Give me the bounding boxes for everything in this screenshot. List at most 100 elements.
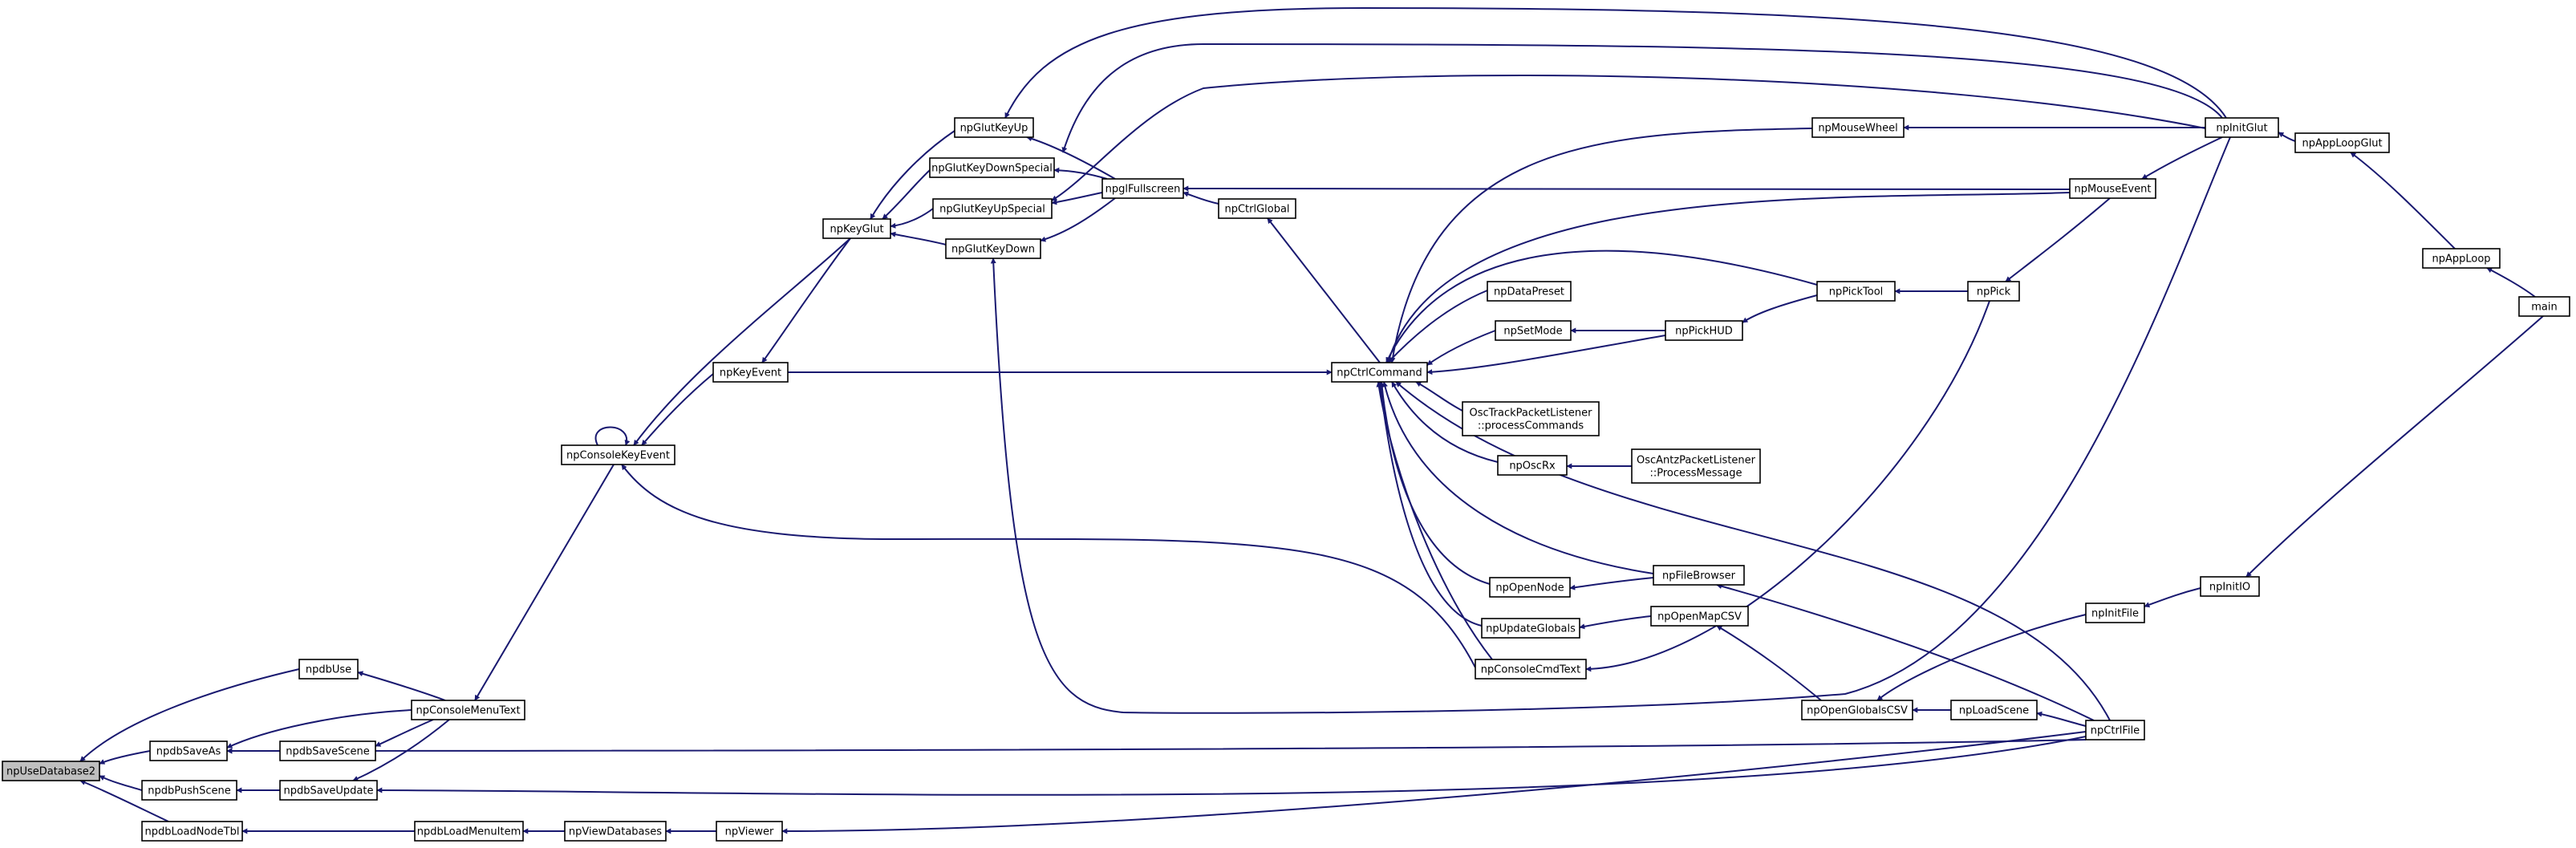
node-box <box>1801 700 1913 720</box>
node-box <box>2422 248 2501 269</box>
node-npviewer[interactable]: npViewer <box>716 821 783 842</box>
node-label: npdbLoadMenuItem <box>417 826 521 838</box>
node-npctrlcommand[interactable]: npCtrlCommand <box>1331 362 1428 383</box>
node-box <box>1650 606 1749 627</box>
node-npopenglobalscsv[interactable]: npOpenGlobalsCSV <box>1801 700 1913 720</box>
edge-npinitglut-to-npglutkeyup <box>1004 6 2227 119</box>
edge-npinitglut-to-npglutkeydown <box>990 136 2231 714</box>
node-npglutkeydown[interactable]: npGlutKeyDown <box>945 238 1041 259</box>
node-label: npOpenNode <box>1495 582 1564 594</box>
node-box <box>1816 281 1896 302</box>
node-label: npGlutKeyUp <box>960 123 1028 135</box>
node-npkeyevent[interactable]: npKeyEvent <box>712 362 789 383</box>
node-box <box>2 761 100 781</box>
node-label: npdbSaveUpdate <box>284 785 374 797</box>
node-npglutkeydownspecial[interactable]: npGlutKeyDownSpecial <box>929 157 1055 178</box>
node-label: main <box>2531 302 2557 314</box>
node-npglutkeyupspecial[interactable]: npGlutKeyUpSpecial <box>932 198 1053 219</box>
node-npinitglut[interactable]: npInitGlut <box>2205 117 2279 138</box>
node-npmousewheel[interactable]: npMouseWheel <box>1811 117 1905 138</box>
node-npinitfile[interactable]: npInitFile <box>2085 603 2145 623</box>
node-npctrlglobal[interactable]: npCtrlGlobal <box>1218 198 1296 219</box>
node-npdbsavescene[interactable]: npdbSaveScene <box>279 740 376 761</box>
node-box <box>945 238 1041 259</box>
node-box <box>2085 603 2145 623</box>
node-box <box>2069 178 2156 199</box>
node-npopennode[interactable]: npOpenNode <box>1489 577 1571 598</box>
node-label: ::ProcessMessage <box>1649 468 1742 480</box>
node-label: npViewDatabases <box>569 826 662 838</box>
node-osctrackpacketlistener[interactable]: OscTrackPacketListener::processCommands <box>1462 401 1600 436</box>
node-label: npAppLoopGlut <box>2302 138 2382 150</box>
edge-npctrlcommand-to-npctrlglobal <box>1267 217 1381 363</box>
node-label: npOscRx <box>1509 461 1556 473</box>
node-npkeyglut[interactable]: npKeyGlut <box>822 218 891 239</box>
node-nppickhud[interactable]: npPickHUD <box>1665 320 1743 341</box>
node-label: npConsoleCmdText <box>1481 664 1580 676</box>
node-npfilebrowser[interactable]: npFileBrowser <box>1653 565 1745 586</box>
edge-layer <box>79 6 2544 834</box>
node-label: npViewer <box>725 826 774 838</box>
node-npconsolecmdtext[interactable]: npConsoleCmdText <box>1475 659 1587 680</box>
node-npdbloadmenuitem[interactable]: npdbLoadMenuItem <box>414 821 524 842</box>
node-nploadscene[interactable]: npLoadScene <box>1950 700 2038 720</box>
node-npdbsaveas[interactable]: npdbSaveAs <box>149 740 228 761</box>
node-npmouseevent[interactable]: npMouseEvent <box>2069 178 2156 199</box>
node-nppick[interactable]: npPick <box>1967 281 2020 302</box>
node-nposcrx[interactable]: npOscRx <box>1497 455 1568 476</box>
node-main[interactable]: main <box>2518 296 2570 317</box>
node-box <box>1967 281 2020 302</box>
node-oscantzpacketlistener[interactable]: OscAntzPacketListener::ProcessMessage <box>1631 448 1761 484</box>
node-box <box>1481 618 1580 639</box>
node-npdbpushscene[interactable]: npdbPushScene <box>141 780 237 801</box>
node-label: npCtrlCommand <box>1337 367 1422 379</box>
node-box <box>1497 455 1568 476</box>
node-npdatapreset[interactable]: npDataPreset <box>1487 281 1572 302</box>
node-npapploopglut[interactable]: npAppLoopGlut <box>2294 132 2390 153</box>
node-label: npglFullscreen <box>1105 184 1181 196</box>
node-box <box>564 821 667 842</box>
node-box <box>1811 117 1905 138</box>
edge-npctrlfile-to-npdbsaveupdate <box>376 736 2087 796</box>
node-label: npUseDatabase2 <box>6 766 95 778</box>
node-npsetmode[interactable]: npSetMode <box>1495 320 1572 341</box>
node-box <box>712 362 789 383</box>
node-label: npGlutKeyDown <box>951 244 1035 256</box>
edge-npctrlfile-to-npfilebrowser <box>1716 583 2095 721</box>
node-box <box>298 659 359 680</box>
node-npdbloadnodetbl[interactable]: npdbLoadNodeTbl <box>141 821 243 842</box>
node-npconsolemenutext[interactable]: npConsoleMenuText <box>411 700 525 720</box>
node-box <box>1218 198 1296 219</box>
node-npdbuse[interactable]: npdbUse <box>298 659 359 680</box>
node-label: npOpenMapCSV <box>1657 611 1742 623</box>
node-box <box>932 198 1053 219</box>
node-npconsolekeyevent[interactable]: npConsoleKeyEvent <box>561 444 675 465</box>
node-box <box>2085 720 2145 740</box>
node-npusedatabase2[interactable]: npUseDatabase2 <box>2 761 100 781</box>
node-npupdateglobals[interactable]: npUpdateGlobals <box>1481 618 1580 639</box>
node-npapploop[interactable]: npAppLoop <box>2422 248 2501 269</box>
node-box <box>1631 448 1761 484</box>
node-label: npdbSaveAs <box>156 746 221 758</box>
node-label: npMouseWheel <box>1818 123 1897 135</box>
edge-npkeyevent-to-npconsolekeyevent <box>641 373 714 446</box>
node-nppicktool[interactable]: npPickTool <box>1816 281 1896 302</box>
node-label: npDataPreset <box>1494 286 1564 298</box>
edge-npdatapreset-to-npctrlcommand <box>1387 290 1488 363</box>
edge-npinitglut-to-npglutkeyupspecial <box>1051 75 2206 201</box>
node-npctrlfile[interactable]: npCtrlFile <box>2085 720 2145 740</box>
node-label: npInitFile <box>2091 608 2139 620</box>
node-box <box>2205 117 2279 138</box>
node-box <box>1653 565 1745 586</box>
node-box <box>2518 296 2570 317</box>
node-box <box>1489 577 1571 598</box>
node-npdbsaveupdate[interactable]: npdbSaveUpdate <box>279 780 378 801</box>
node-npviewdatabases[interactable]: npViewDatabases <box>564 821 667 842</box>
edge-npconsolecmdtext-to-npctrlcommand <box>1376 381 1493 660</box>
node-box <box>279 740 376 761</box>
node-label: npFileBrowser <box>1662 570 1736 582</box>
node-npglfullscreen[interactable]: npglFullscreen <box>1101 178 1184 199</box>
node-npopenmapcsv[interactable]: npOpenMapCSV <box>1650 606 1749 627</box>
node-npinitio[interactable]: npInitIO <box>2200 576 2260 597</box>
node-npglutkeyup[interactable]: npGlutKeyUp <box>954 117 1034 138</box>
